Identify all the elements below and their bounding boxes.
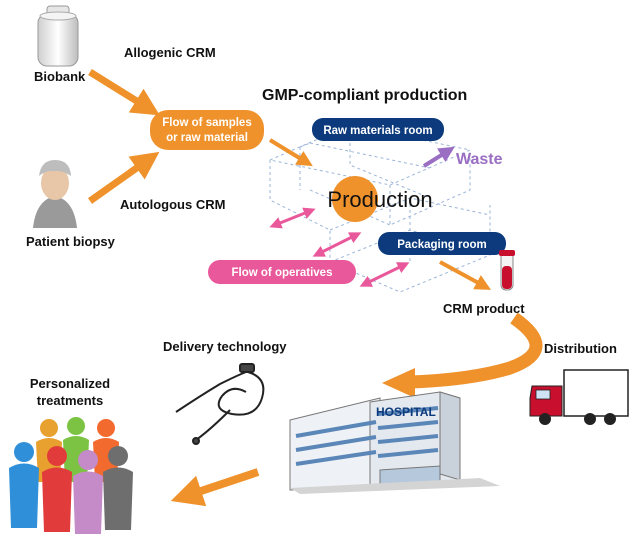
production-label: Production (327, 187, 432, 212)
samples-to-production-arrow (268, 138, 313, 167)
allogenic-crm-label: Allogenic CRM (124, 45, 216, 60)
distribution-label: Distribution (544, 341, 617, 356)
operative-arrow-3 (359, 262, 410, 287)
operative-arrow-1 (269, 207, 316, 229)
flow-operatives-label: Flow of operatives (232, 267, 333, 279)
diagram-title: GMP-compliant production (262, 87, 467, 104)
autologous-crm-label: Autologous CRM (120, 197, 225, 212)
packaging-to-product-arrow (439, 260, 492, 290)
operative-arrow-2 (312, 232, 362, 257)
autologous-arrow (87, 151, 160, 204)
hospital-building-icon (289, 391, 500, 494)
truck-icon (529, 369, 629, 425)
test-tube-icon (499, 250, 515, 291)
personalized-line1: Personalized (30, 376, 110, 391)
waste-label: Waste (456, 151, 503, 168)
allogenic-arrow (88, 69, 160, 116)
biobank-label: Biobank (34, 69, 86, 84)
raw-materials-room-pill: Raw materials room (312, 118, 444, 141)
delivery-technology-label: Delivery technology (163, 339, 287, 354)
people-crowd-icon (9, 417, 133, 534)
raw-materials-room-label: Raw materials room (323, 125, 432, 137)
packaging-room-label: Packaging room (397, 239, 486, 251)
endoscope-icon (175, 363, 265, 445)
distribution-arrow (409, 312, 543, 389)
crm-product-label: CRM product (443, 301, 525, 316)
flow-of-samples-pill: Flow of samples or raw material (150, 110, 264, 150)
distribution-arrowhead (382, 368, 415, 398)
hospital-to-patients-arrow (170, 468, 260, 507)
personalized-line2: treatments (37, 393, 103, 408)
patient-biopsy-label: Patient biopsy (26, 234, 116, 249)
flow-samples-line2: or raw material (166, 132, 248, 144)
hospital-sign: HOSPITAL (376, 405, 436, 419)
flow-samples-line1: Flow of samples (162, 117, 251, 129)
production-circle (332, 176, 378, 222)
waste-arrow (422, 146, 455, 168)
patient-icon (33, 160, 77, 228)
packaging-room-pill: Packaging room (378, 232, 506, 255)
biobank-tank-icon (37, 5, 79, 67)
flow-of-operatives-pill: Flow of operatives (208, 260, 356, 284)
